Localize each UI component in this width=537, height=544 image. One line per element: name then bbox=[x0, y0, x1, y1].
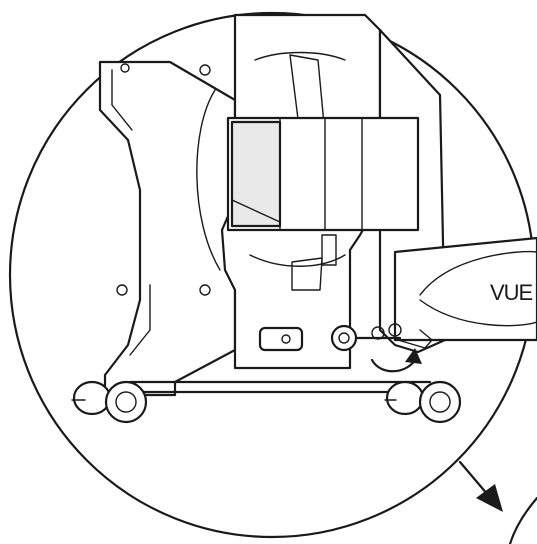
arm-brand-label: VUE bbox=[490, 280, 533, 305]
wall-plate bbox=[98, 60, 237, 397]
arm: VUE bbox=[393, 236, 537, 342]
left-roller bbox=[71, 380, 148, 424]
next-callout-circle bbox=[508, 496, 537, 544]
adjustment-bolt bbox=[330, 323, 433, 352]
lock-knob bbox=[258, 326, 304, 352]
right-roller bbox=[384, 380, 462, 424]
bottom-rail bbox=[128, 380, 432, 394]
direction-arrow-icon bbox=[458, 460, 503, 512]
rotation-arrow-icon bbox=[370, 348, 422, 373]
tilt-clamp bbox=[226, 116, 420, 232]
